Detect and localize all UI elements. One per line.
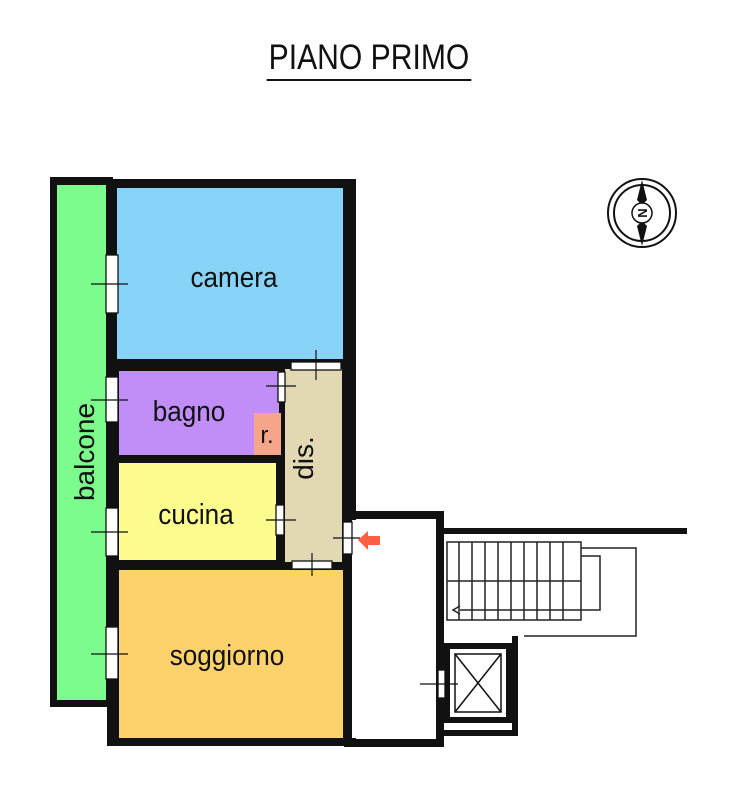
room-balcone xyxy=(57,185,106,700)
plan-title: PIANO PRIMO xyxy=(52,38,687,81)
door-bagno xyxy=(277,371,286,403)
plan-title-text: PIANO PRIMO xyxy=(266,38,472,81)
label-ripostiglio: r. xyxy=(260,422,273,449)
compass-north-icon: N xyxy=(607,178,677,248)
compass-north-label: N xyxy=(635,208,650,217)
label-soggiorno: soggiorno xyxy=(170,639,285,672)
window-soggiorno xyxy=(105,626,119,680)
opening-ticks xyxy=(91,283,458,685)
room-disimpegno xyxy=(285,369,342,562)
staircase xyxy=(446,541,637,637)
elevator-icon xyxy=(444,643,512,723)
room-camera xyxy=(117,188,343,359)
label-balcone: balcone xyxy=(69,403,100,501)
label-camera: camera xyxy=(190,261,278,294)
stairwell-block xyxy=(344,511,687,747)
room-ripostiglio xyxy=(254,413,281,455)
room-bagno xyxy=(119,371,279,455)
room-cucina xyxy=(119,463,276,560)
label-cucina: cucina xyxy=(158,498,234,531)
entry-arrow-icon xyxy=(358,531,380,550)
room-soggiorno xyxy=(119,570,343,738)
label-bagno: bagno xyxy=(153,395,226,428)
label-disimpegno: dis. xyxy=(288,436,319,480)
